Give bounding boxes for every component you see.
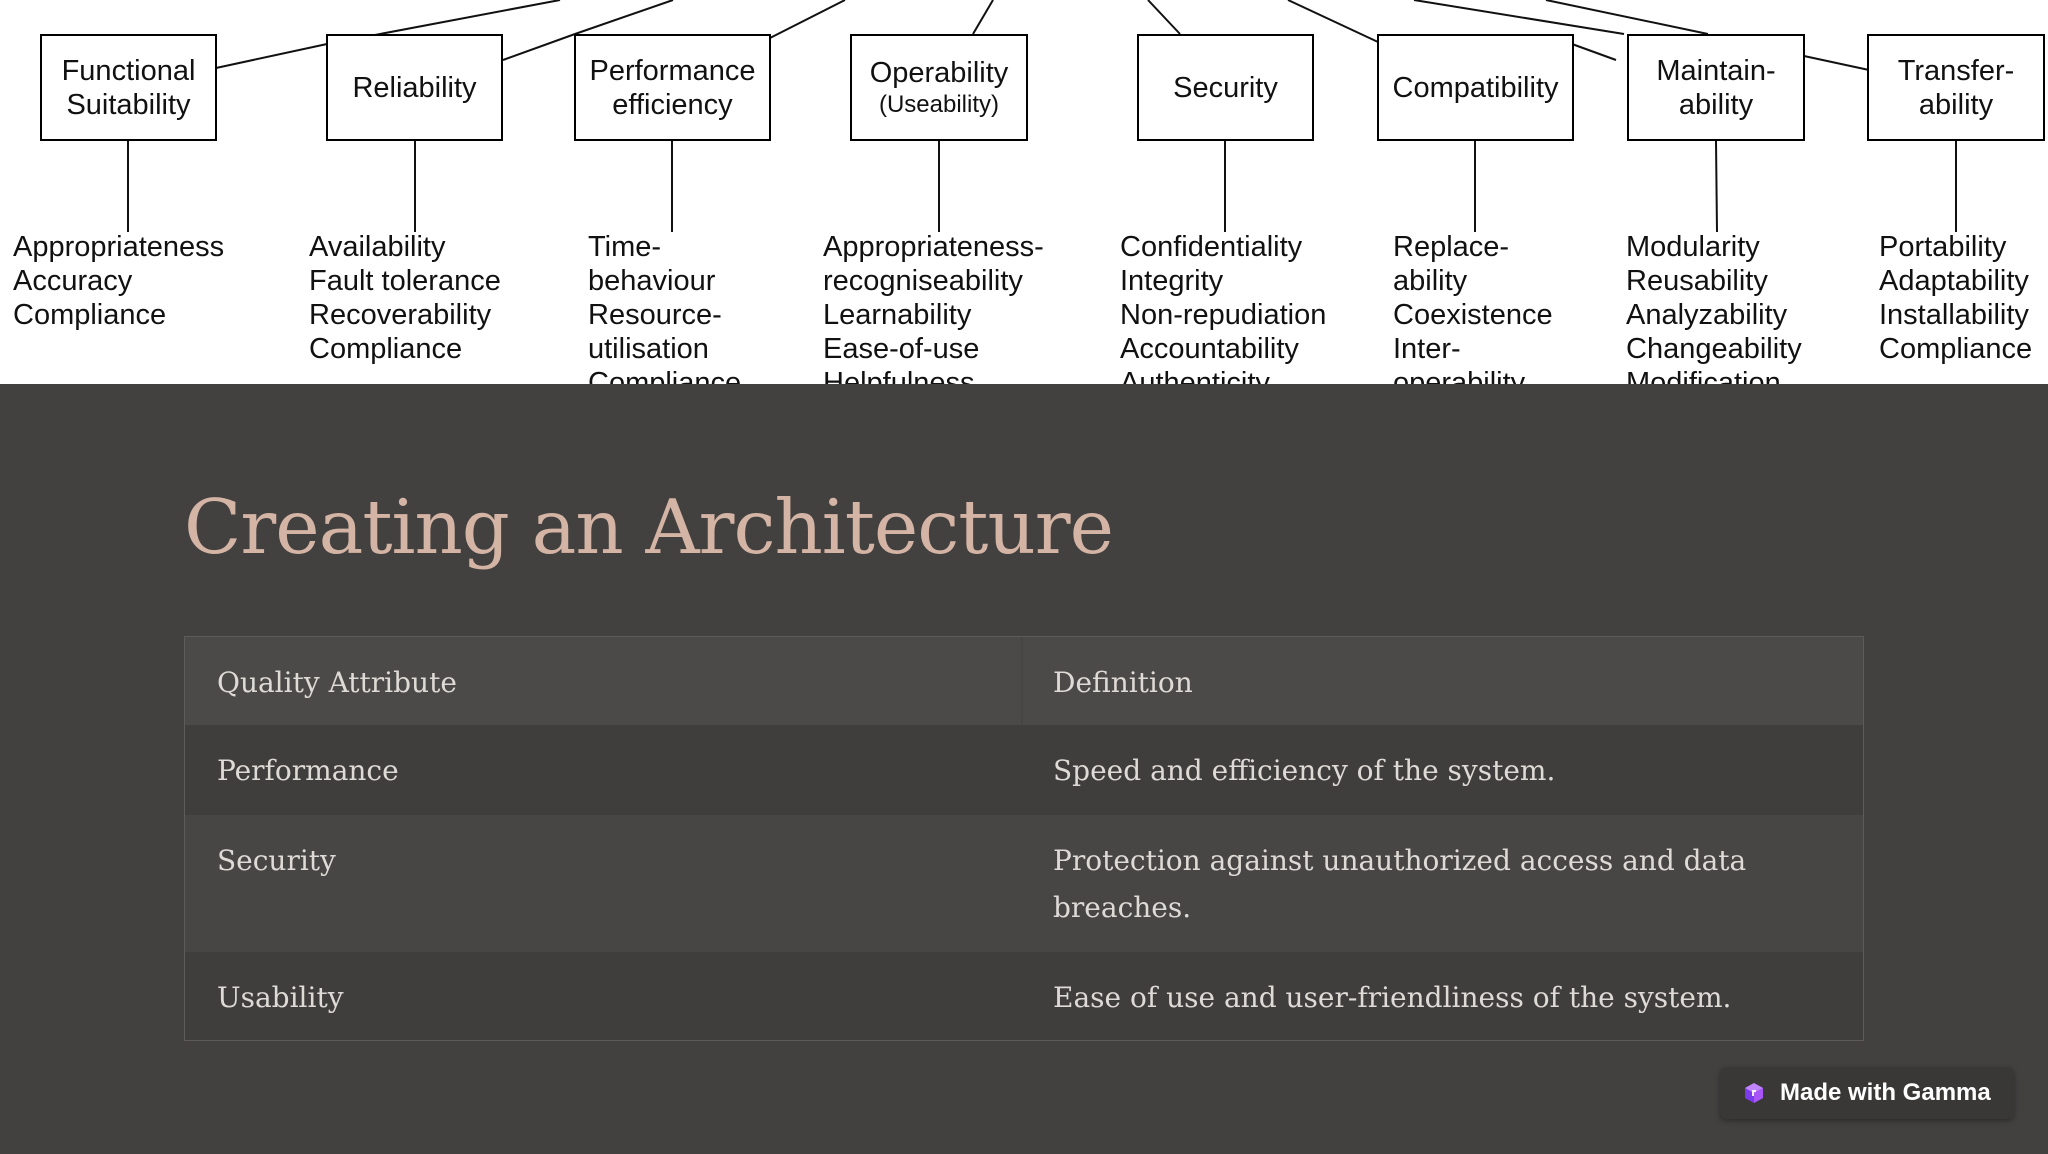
attribute-box-operability: Operability (Useability) bbox=[850, 34, 1028, 141]
attribute-box-reliability: Reliability bbox=[326, 34, 503, 141]
attribute-label: Operability bbox=[869, 56, 1009, 89]
attribute-box-transferability: Transfer- ability bbox=[1867, 34, 2045, 141]
sub-characteristics-list: Confidentiality Integrity Non-repudiatio… bbox=[1120, 231, 1327, 384]
table-cell-attribute: Usability bbox=[217, 981, 344, 1014]
sub-characteristics-list: Appropriateness Accuracy Compliance bbox=[13, 231, 225, 331]
attribute-label: Compatibility bbox=[1392, 71, 1559, 104]
attribute-box-compatibility: Compatibility bbox=[1377, 34, 1574, 141]
table-cell-definition: Speed and efficiency of the system. bbox=[1053, 754, 1556, 787]
badge-label: Made with Gamma bbox=[1780, 1079, 1991, 1106]
table-row: Performance Speed and efficiency of the … bbox=[185, 725, 1863, 815]
attribute-box-security: Security bbox=[1137, 34, 1314, 141]
sub-characteristics-list: Replace- ability Coexistence Inter- oper… bbox=[1393, 231, 1553, 384]
attribute-label: Reliability bbox=[352, 71, 477, 104]
attribute-label: Performance efficiency bbox=[589, 54, 756, 121]
sub-characteristics-list: Portability Adaptability Installability … bbox=[1879, 231, 2033, 365]
attribute-label: Maintain- ability bbox=[1656, 54, 1776, 121]
sub-characteristics-list: Availability Fault tolerance Recoverabil… bbox=[309, 231, 501, 365]
attribute-label: Functional Suitability bbox=[61, 54, 196, 121]
attribute-label: Security bbox=[1173, 71, 1278, 104]
table-header-cell: Quality Attribute bbox=[185, 637, 1023, 725]
table-cell-definition: Ease of use and user-friendliness of the… bbox=[1053, 981, 1732, 1014]
attribute-box-performance-efficiency: Performance efficiency bbox=[574, 34, 771, 141]
gamma-logo-icon bbox=[1742, 1081, 1766, 1105]
table-cell-definition: Protection against unauthorized access a… bbox=[1053, 844, 1747, 924]
attribute-box-functional-suitability: Functional Suitability bbox=[40, 34, 217, 141]
slide-title: Creating an Architecture bbox=[184, 483, 1114, 571]
table-cell-attribute: Performance bbox=[217, 754, 399, 787]
quality-attributes-table: Quality Attribute Definition Performance… bbox=[184, 636, 1864, 1041]
table-row: Security Protection against unauthorized… bbox=[185, 815, 1863, 952]
sub-characteristics-list: Modularity Reusability Analyzability Cha… bbox=[1626, 231, 1802, 384]
table-cell-attribute: Security bbox=[217, 844, 336, 877]
attribute-label: Transfer- ability bbox=[1897, 54, 2015, 121]
sub-characteristics-list: Appropriateness- recogniseability Learna… bbox=[823, 231, 1044, 384]
attribute-sublabel: (Useability) bbox=[878, 90, 1000, 118]
sub-characteristics-list: Time- behaviour Resource- utilisation Co… bbox=[588, 231, 742, 384]
attribute-box-maintainability: Maintain- ability bbox=[1627, 34, 1805, 141]
quality-model-diagram: Functional Suitability Reliability Perfo… bbox=[0, 0, 2048, 384]
made-with-gamma-badge[interactable]: Made with Gamma bbox=[1720, 1067, 2014, 1119]
table-header-cell: Definition bbox=[1053, 666, 1193, 699]
table-row: Usability Ease of use and user-friendlin… bbox=[185, 952, 1863, 1040]
table-header-row: Quality Attribute Definition bbox=[185, 637, 1863, 725]
